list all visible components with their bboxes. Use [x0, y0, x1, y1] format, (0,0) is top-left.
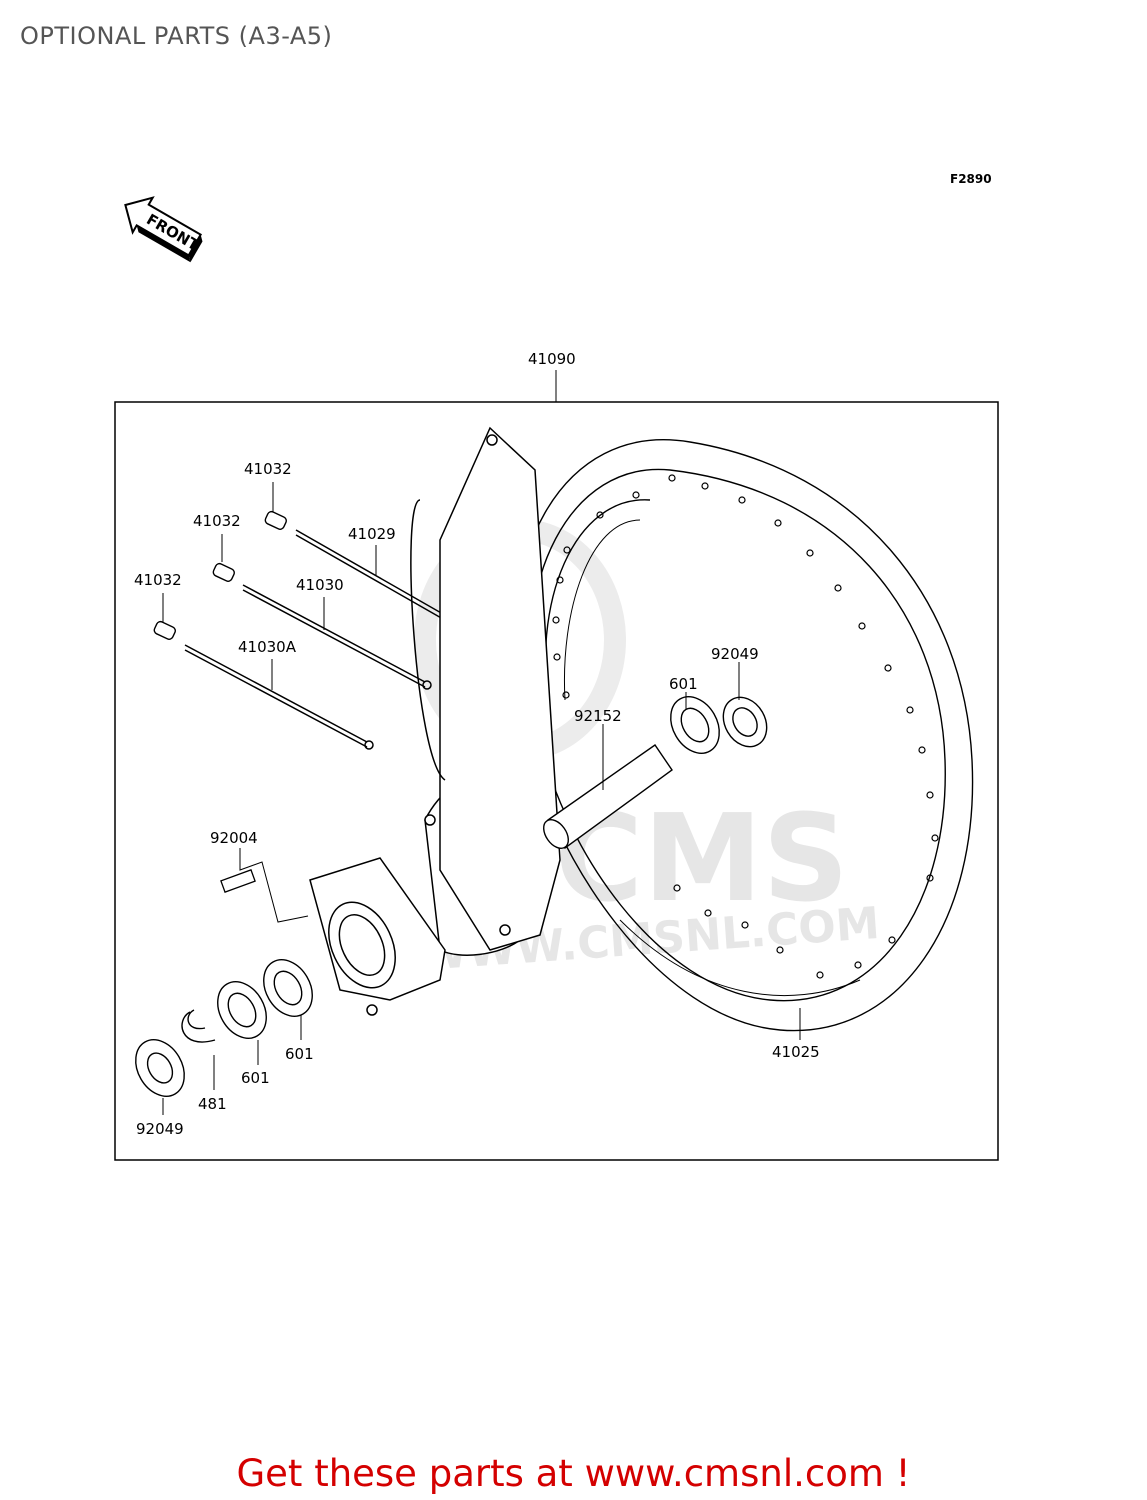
label-41090: 41090: [528, 350, 576, 368]
label-92049-left: 92049: [136, 1120, 184, 1138]
nipples: [153, 510, 287, 640]
left-leaders: [162, 1015, 302, 1115]
page-title: OPTIONAL PARTS (A3-A5): [20, 22, 333, 50]
label-41032-top: 41032: [244, 460, 292, 478]
footer-link[interactable]: Get these parts at www.cmsnl.com !: [236, 1452, 911, 1495]
label-601-left-outer: 601: [241, 1069, 270, 1087]
bolt-leader: [239, 848, 309, 923]
rim-holes: [552, 474, 939, 979]
bolt-drawing: [220, 869, 256, 893]
front-arrow-icon: FRONT: [124, 196, 203, 263]
label-601-left-inner: 601: [285, 1045, 314, 1063]
right-bearing-seal: [670, 696, 768, 754]
label-92152: 92152: [574, 707, 622, 725]
figure-code: F2890: [950, 172, 992, 186]
label-41030a: 41030A: [238, 638, 297, 656]
label-41030: 41030: [296, 576, 344, 594]
label-41032-mid: 41032: [193, 512, 241, 530]
left-bearings-seal: [135, 959, 313, 1097]
hub-drawing: [309, 426, 561, 1016]
collar-drawing: [542, 744, 673, 850]
assembly-frame: [114, 401, 999, 1161]
label-41032-bottom: 41032: [134, 571, 182, 589]
label-481: 481: [198, 1095, 227, 1113]
label-92004: 92004: [210, 829, 258, 847]
label-41025: 41025: [772, 1043, 820, 1061]
spoke-leaders: [162, 482, 377, 690]
label-92049-right: 92049: [711, 645, 759, 663]
label-601-right: 601: [669, 675, 698, 693]
label-41029: 41029: [348, 525, 396, 543]
